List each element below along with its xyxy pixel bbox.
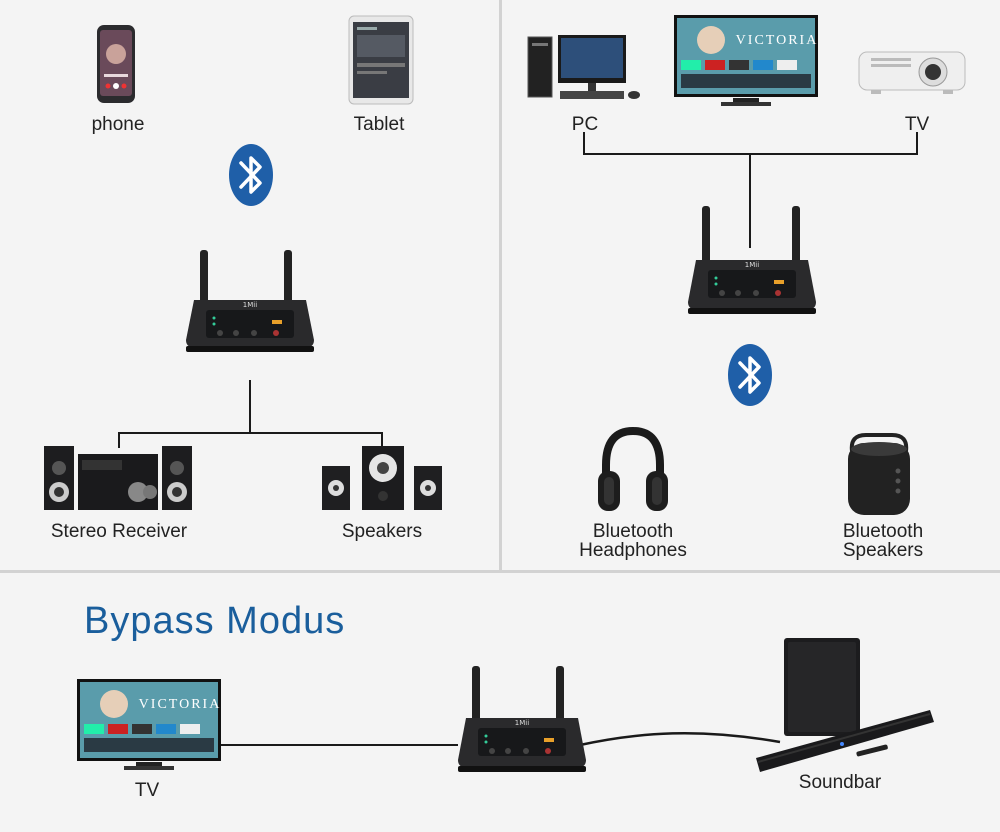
brand-text: 1Mii xyxy=(243,301,257,309)
tablet-label: Tablet xyxy=(353,114,405,135)
soundbar-label: Soundbar xyxy=(798,772,882,793)
transmitter-icon: 1Mii xyxy=(458,666,586,772)
tv-icon: VICTORIA xyxy=(674,15,819,106)
speakers-icon xyxy=(322,446,442,510)
soundbar-icon xyxy=(756,638,934,772)
phone-label: phone xyxy=(91,114,145,135)
brand-text: 1Mii xyxy=(745,261,759,269)
bt-headphones-label-line1: Bluetooth xyxy=(592,521,674,542)
pc-label: PC xyxy=(571,114,599,135)
bt-speakers-label-line2: Speakers xyxy=(842,540,924,561)
phone-icon xyxy=(97,25,135,103)
bt-speakers-label-line1: Bluetooth xyxy=(842,521,924,542)
stereo-receiver-label: Stereo Receiver xyxy=(50,521,188,542)
tv-bottom-label: TV xyxy=(134,780,160,801)
tv-icon: VICTORIA xyxy=(77,679,222,770)
stereo-receiver-icon xyxy=(44,446,192,510)
headphones-icon xyxy=(598,426,668,511)
pc-icon xyxy=(527,35,640,99)
bluetooth-icon xyxy=(229,144,273,206)
tv-top-label: TV xyxy=(904,114,930,135)
brand-text: 1Mii xyxy=(515,719,529,727)
horizontal-divider xyxy=(0,570,1000,573)
tablet-icon xyxy=(348,15,414,105)
bluetooth-speaker-icon xyxy=(848,433,910,515)
bypass-title: Bypass Modus xyxy=(84,600,346,642)
tv-title-text: VICTORIA xyxy=(139,697,222,712)
vertical-divider xyxy=(499,0,502,572)
speakers-label: Speakers xyxy=(341,521,423,542)
projector-icon xyxy=(858,51,966,94)
transmitter-icon: 1Mii xyxy=(186,250,314,352)
bt-headphones-label-line2: Headphones xyxy=(579,540,687,561)
transmitter-icon: 1Mii xyxy=(688,206,816,314)
tv-title-text: VICTORIA xyxy=(736,33,819,48)
bluetooth-icon xyxy=(728,344,772,406)
